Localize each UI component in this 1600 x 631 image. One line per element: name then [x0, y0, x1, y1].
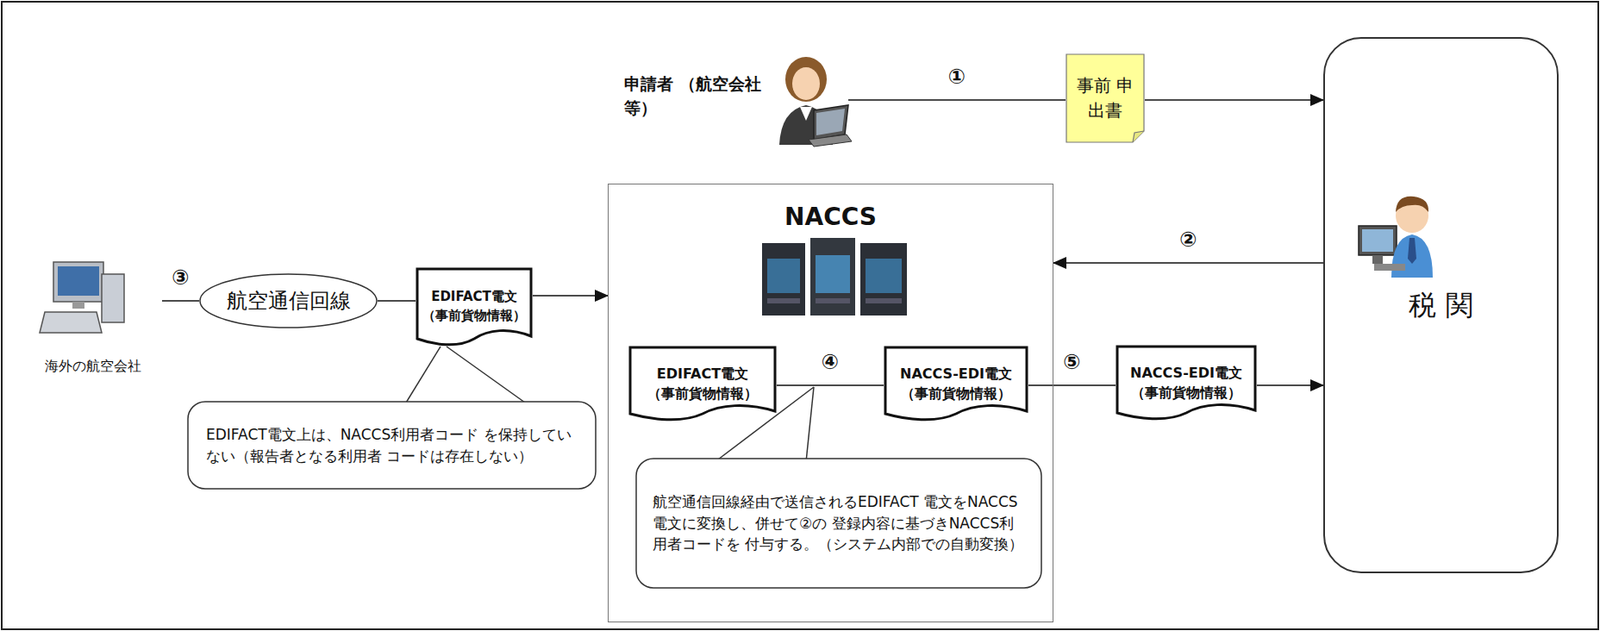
callout-note-outline: [187, 400, 597, 490]
node-text: EDIFACT電文上は、NACCS利用者コード を保持していない（報告者となる利…: [206, 424, 578, 467]
node-text: 航空通信回線: [226, 286, 351, 317]
applicant-icon: [792, 67, 820, 100]
officer-icon: [1374, 263, 1406, 271]
computer-icon: [39, 312, 102, 333]
applicant-icon: [779, 56, 852, 147]
officer-icon: [1362, 229, 1394, 252]
message-document-outline: [415, 267, 533, 347]
officer-icon: [1358, 225, 1397, 256]
node-text: NACCS-EDI電文 （事前貨物情報）: [890, 363, 1022, 404]
callout-outline: [636, 458, 1042, 588]
connector: [1053, 262, 1324, 264]
applicant-icon: [808, 134, 852, 147]
callout-leader: [403, 346, 441, 407]
applicant-icon: [800, 106, 813, 121]
node-text: 税 関: [1408, 285, 1473, 325]
connector: [532, 294, 608, 297]
document-outline: [630, 347, 775, 420]
node-text: NACCS: [784, 200, 877, 236]
callout-note: 航空通信回線経由で送信されるEDIFACT 電文をNACCS電文に変換し、併せて…: [635, 457, 1043, 589]
message-document: EDIFACT電文 （事前貨物情報）: [415, 267, 533, 347]
computer-icon: [72, 301, 85, 309]
note-outline: [1066, 54, 1144, 143]
computer-icon: [39, 262, 125, 333]
server-image: [860, 243, 907, 316]
server-image: [762, 243, 806, 316]
officer-icon: [1407, 237, 1417, 264]
customs-box: 税 関: [1323, 37, 1559, 574]
applicant-icon: [813, 105, 849, 140]
server-image: [865, 298, 902, 304]
connector: [162, 300, 200, 302]
ellipse-outline: [200, 274, 377, 328]
applicant-icon: [816, 108, 845, 136]
connector: [1028, 384, 1116, 387]
callout-leader: [806, 387, 814, 463]
callout-number: ④: [818, 350, 842, 374]
callout-number: ⑤: [1060, 350, 1083, 374]
callout-outline: [187, 401, 596, 489]
airline-terminal: 海外の航空会社: [24, 258, 163, 380]
connector: [1144, 99, 1324, 101]
node-text: 事前 申出書: [1070, 73, 1140, 124]
node-text: 航空通信回線経由で送信されるEDIFACT 電文をNACCS電文に変換し、併せて…: [652, 491, 1025, 556]
system-box: NACCS EDIFACT電文 （事前貨物情報） NACCS-EDI電文 （事前貨物…: [607, 183, 1054, 623]
network-ellipse: 航空通信回線: [199, 273, 378, 329]
message-document-outline: [628, 345, 777, 422]
node-text: EDIFACT電文 （事前貨物情報）: [420, 287, 528, 326]
connector: [377, 300, 416, 302]
message-document-outline: [883, 345, 1029, 422]
document-outline: [1117, 346, 1256, 419]
officer-icon: [1358, 196, 1433, 278]
connector: [848, 99, 1066, 101]
message-document: EDIFACT電文 （事前貨物情報）: [628, 345, 777, 422]
computer-icon: [101, 274, 125, 323]
server-image: [767, 298, 800, 304]
computer-icon: [53, 262, 104, 302]
officer-icon: [1391, 234, 1433, 278]
callout-number: ①: [945, 65, 969, 88]
server-image: [815, 298, 850, 304]
officer-icon: [1372, 255, 1383, 264]
callout-number: ②: [1176, 228, 1200, 251]
node-text: 海外の航空会社: [44, 356, 142, 376]
document-note: 事前 申出書: [1065, 53, 1145, 144]
message-document: NACCS-EDI電文 （事前貨物情報）: [1115, 344, 1257, 421]
officer-icon: [1395, 196, 1429, 213]
connector: [1256, 384, 1324, 387]
server-image: [865, 258, 902, 294]
node-text: EDIFACT電文 （事前貨物情報）: [635, 363, 770, 404]
connector: [776, 384, 884, 387]
message-document: NACCS-EDI電文 （事前貨物情報）: [883, 345, 1029, 422]
document-note-outline: [1065, 53, 1145, 144]
server-image: [810, 237, 856, 316]
server-image: [762, 237, 907, 316]
callout-leader: [446, 346, 532, 407]
applicant-label: 申請者 （航空会社等）: [622, 63, 849, 130]
server-image: [767, 258, 800, 294]
computer-icon: [57, 266, 100, 296]
server-image: [815, 255, 850, 294]
document-outline: [417, 268, 532, 345]
node-text: NACCS-EDI電文 （事前貨物情報）: [1122, 362, 1250, 403]
document-outline: [885, 347, 1027, 420]
note-fold: [1132, 131, 1144, 143]
node-text: 申請者 （航空会社等）: [624, 72, 763, 120]
message-document-outline: [1115, 344, 1257, 421]
callout-number: ③: [168, 266, 192, 289]
callout-note: EDIFACT電文上は、NACCS利用者コード を保持していない（報告者となる利…: [187, 400, 597, 490]
applicant-icon: [785, 56, 827, 102]
